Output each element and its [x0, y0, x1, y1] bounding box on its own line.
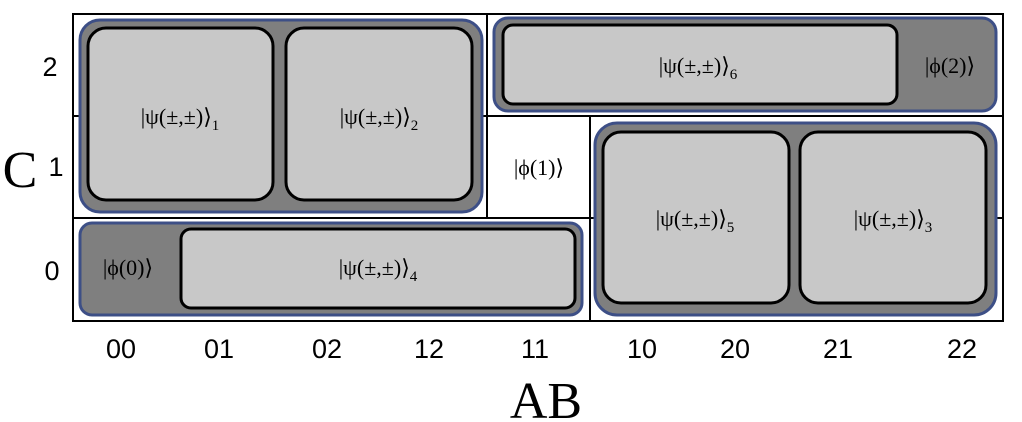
x-tick-02: 02: [312, 334, 342, 364]
x-tick-11: 11: [521, 334, 549, 364]
x-tick-10: 10: [627, 334, 657, 364]
state-label-psi1: |ψ(±,±)⟩1: [141, 104, 220, 134]
state-label-phi0: |ϕ(0)⟩: [103, 255, 153, 280]
state-label-psi4: |ψ(±,±)⟩4: [339, 255, 418, 285]
x-tick-12: 12: [414, 334, 444, 364]
x-tick-00: 00: [106, 334, 136, 364]
state-box-psi4: [179, 227, 577, 310]
x-tick-01: 01: [204, 334, 234, 364]
state-box-psi2: [284, 26, 474, 202]
state-label-psi5-text: |ψ(±,±)⟩: [656, 206, 727, 231]
state-label-psi1-text: |ψ(±,±)⟩: [141, 104, 212, 129]
x-tick-22: 22: [947, 334, 977, 364]
y-axis-title: C: [3, 142, 38, 199]
state-label-phi1: |ϕ(1)⟩: [514, 155, 564, 180]
state-label-psi6-sub: 6: [730, 67, 738, 83]
state-label-psi5: |ψ(±,±)⟩5: [656, 206, 735, 236]
state-label-psi1-sub: 1: [212, 118, 220, 134]
y-tick-0: 0: [44, 256, 59, 286]
y-tick-2: 2: [42, 52, 57, 82]
state-label-psi2: |ψ(±,±)⟩2: [340, 104, 419, 134]
x-axis-title: AB: [510, 373, 582, 422]
state-label-psi2-sub: 2: [411, 118, 419, 134]
state-label-phi2: |ϕ(2)⟩: [925, 53, 975, 78]
state-label-psi2-text: |ψ(±,±)⟩: [340, 104, 411, 129]
state-box-psi1: [86, 26, 275, 202]
state-box-psi5: [601, 130, 791, 305]
state-label-psi4-text: |ψ(±,±)⟩: [339, 255, 410, 280]
state-box-psi3: [798, 130, 988, 305]
y-tick-1: 1: [48, 152, 63, 182]
state-label-psi3-sub: 3: [925, 220, 933, 236]
state-label-phi2-text: |ϕ(2)⟩: [925, 53, 975, 78]
state-label-phi0-text: |ϕ(0)⟩: [103, 255, 153, 280]
state-box-psi6: [501, 23, 899, 106]
state-label-psi5-sub: 5: [727, 220, 735, 236]
state-label-psi6-text: |ψ(±,±)⟩: [659, 53, 730, 78]
x-tick-21: 21: [823, 334, 853, 364]
state-label-psi6: |ψ(±,±)⟩6: [659, 53, 738, 83]
state-label-phi1-text: |ϕ(1)⟩: [514, 155, 564, 180]
state-label-psi4-sub: 4: [410, 269, 418, 285]
x-tick-20: 20: [720, 334, 750, 364]
state-label-psi3-text: |ψ(±,±)⟩: [854, 206, 925, 231]
state-label-psi3: |ψ(±,±)⟩3: [854, 206, 933, 236]
